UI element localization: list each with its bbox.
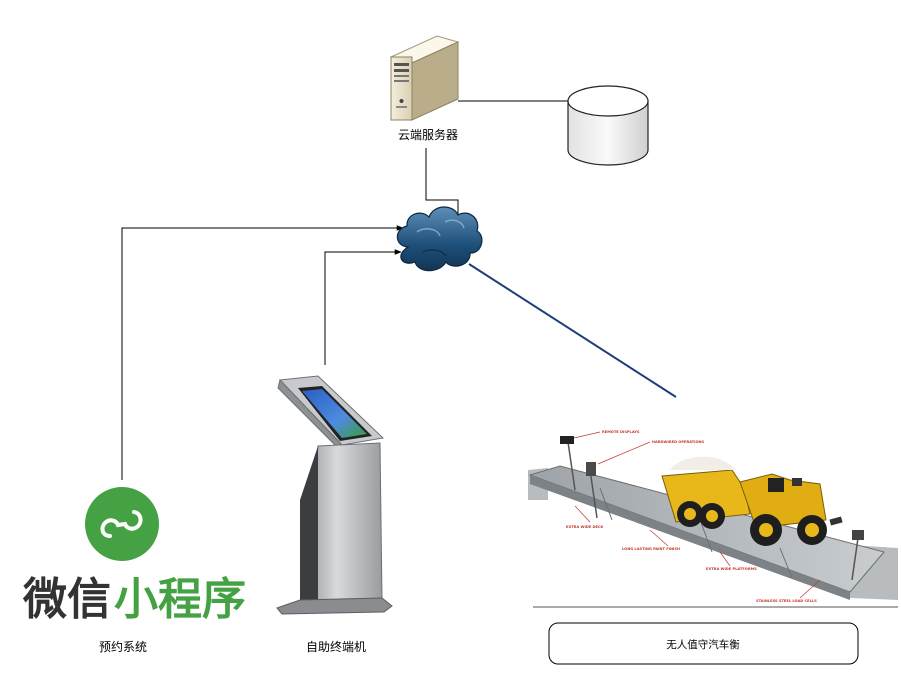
callout-paint-finish: LONG LASTING PAINT FINISH [622,547,680,551]
callout-hardwired-operations: HARDWIRED OPERATIONS [652,440,705,444]
cloud-server-label: 云端服务器 [398,127,458,142]
cloud-icon [396,206,483,272]
truck-scale-illustration: REMOTE DISPLAYS HARDWIRED OPERATIONS EXT… [528,430,898,608]
truck-icon [661,456,827,546]
scale-label: 无人值守汽车衡 [666,638,740,651]
reservation-cloud-arrow [121,225,404,480]
remote-display-1 [560,436,574,444]
callout-extra-wide-platforms: EXTRA WIDE PLATFORMS [706,567,757,571]
reservation-system-label: 预约系统 [99,639,147,654]
server-cloud-link [425,148,459,214]
callout-remote-displays: REMOTE DISPLAYS [602,430,640,434]
database-icon [567,85,649,166]
wechat-miniprogram-logo: 微信 小程序 [22,487,246,625]
scale-label-box [548,622,859,665]
kiosk-icon [276,375,393,615]
brand-text-part1: 微信 [22,574,111,625]
callout-load-cells: STAINLESS STEEL LOAD CELLS [756,599,817,603]
server-icon [389,35,460,121]
connector-lines [121,100,677,480]
callout-extra-wide-deck: EXTRA WIDE DECK [566,525,604,529]
cloud-scale-link [468,263,677,398]
kiosk-label: 自助终端机 [306,639,366,654]
remote-display-2 [586,462,596,476]
kiosk-screen [302,389,367,438]
kiosk-cloud-arrow [324,249,402,365]
brand-text-part2: 小程序 [114,574,246,625]
